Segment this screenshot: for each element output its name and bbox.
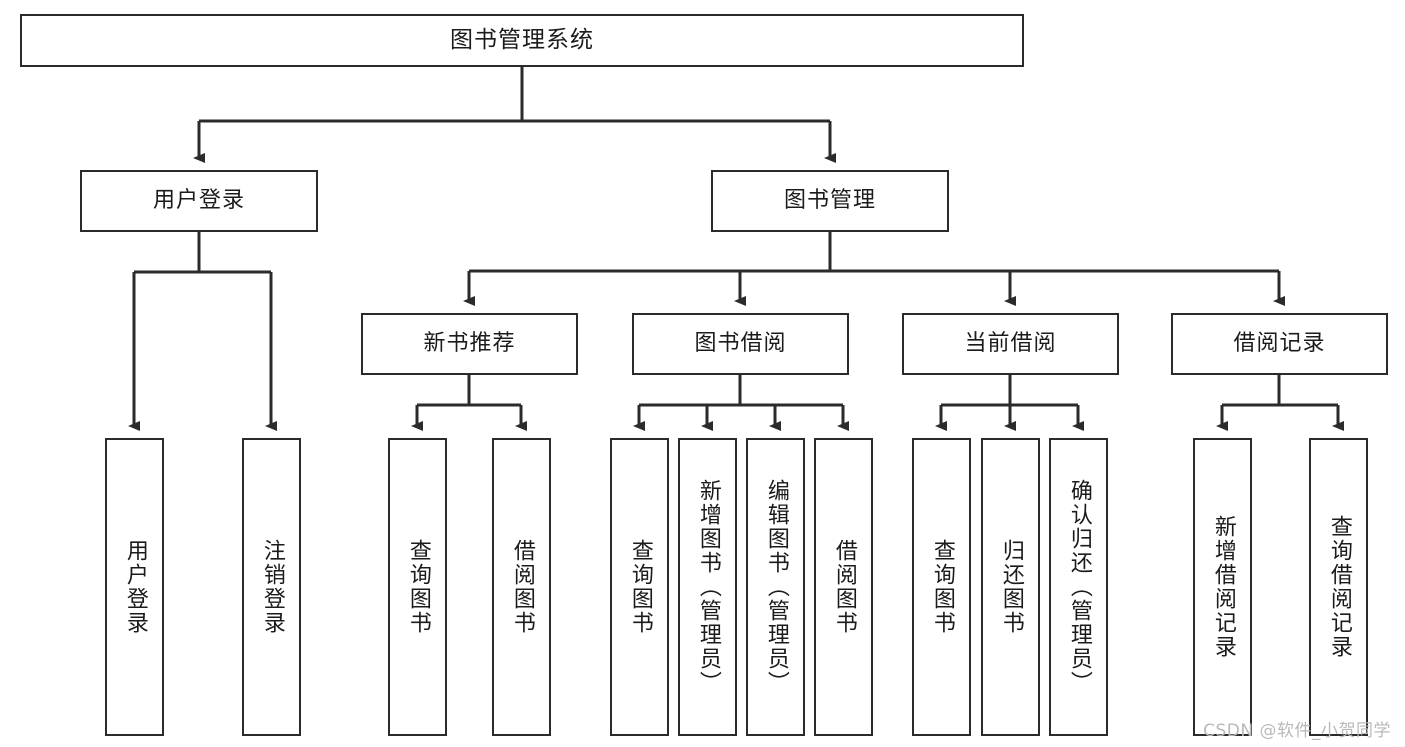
node-book-borrow[interactable]: 图书借阅 [632, 313, 849, 375]
leaf-user-login[interactable]: 用户登录 [105, 438, 164, 736]
node-root[interactable]: 图书管理系统 [20, 14, 1024, 67]
leaf-confirm-return[interactable]: 确认归还（管理员） [1049, 438, 1108, 736]
leaf-borrow-book[interactable]: 借阅图书 [814, 438, 873, 736]
leaf-add-borrow-record[interactable]: 新增借阅记录 [1193, 438, 1252, 736]
node-borrow-record[interactable]: 借阅记录 [1171, 313, 1388, 375]
leaf-add-book[interactable]: 新增图书（管理员） [678, 438, 737, 736]
node-new-book-recommend[interactable]: 新书推荐 [361, 313, 578, 375]
leaf-query-book-recommend[interactable]: 查询图书 [388, 438, 447, 736]
watermark: CSDN @软件_小贺同学 [1203, 721, 1391, 741]
leaf-borrow-book-recommend[interactable]: 借阅图书 [492, 438, 551, 736]
leaf-query-book-borrow[interactable]: 查询图书 [610, 438, 669, 736]
leaf-return-book[interactable]: 归还图书 [981, 438, 1040, 736]
node-book-manage[interactable]: 图书管理 [711, 170, 949, 232]
leaf-logout-login[interactable]: 注销登录 [242, 438, 301, 736]
leaf-query-borrow-record[interactable]: 查询借阅记录 [1309, 438, 1368, 736]
node-user-login[interactable]: 用户登录 [80, 170, 318, 232]
node-current-borrow[interactable]: 当前借阅 [902, 313, 1119, 375]
leaf-edit-book[interactable]: 编辑图书（管理员） [746, 438, 805, 736]
leaf-query-book-current[interactable]: 查询图书 [912, 438, 971, 736]
